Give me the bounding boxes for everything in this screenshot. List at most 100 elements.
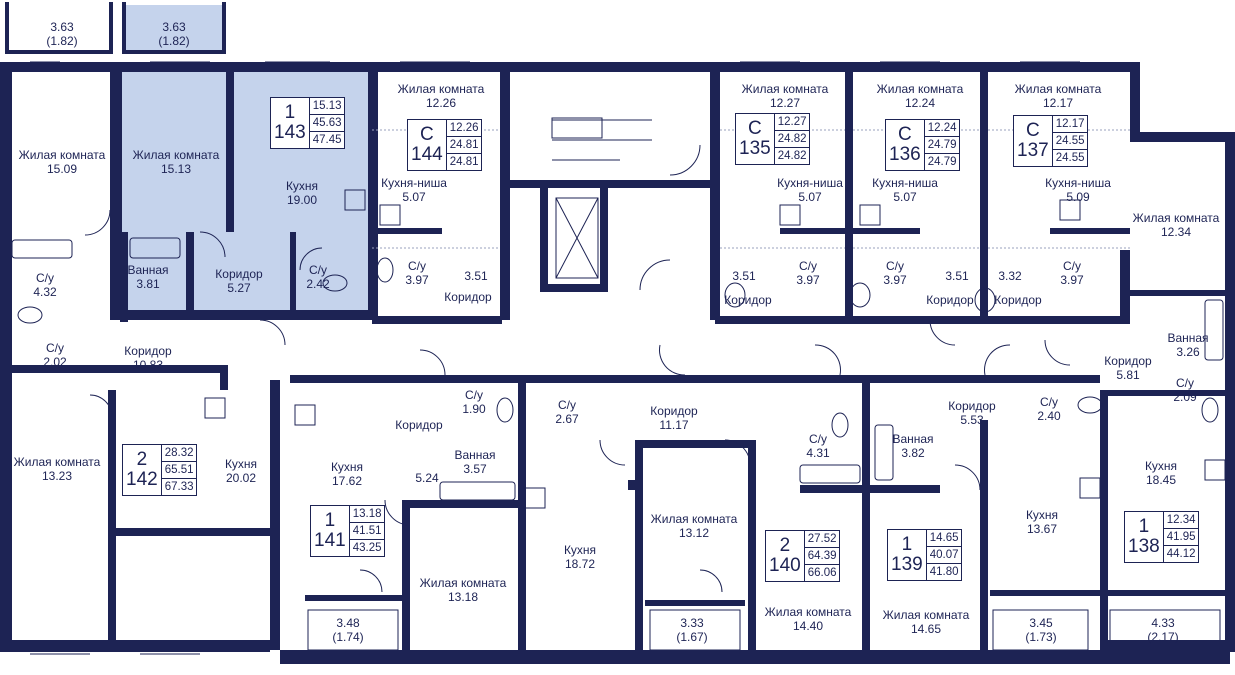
room-name: Коридор	[994, 293, 1042, 307]
room-area: 19.00	[286, 193, 318, 207]
room-area: 10.83	[132, 358, 164, 372]
room-name: С/у	[885, 259, 904, 273]
room-area: 4.31	[806, 446, 830, 460]
room-name: С/у	[1039, 395, 1058, 409]
room-name: Жилая комната	[882, 608, 970, 622]
room-label: 4.33(2.17)	[1147, 616, 1178, 644]
room-area: 20.02	[225, 471, 257, 485]
apartment-area: 65.51	[161, 462, 197, 479]
room-name: Коридор	[395, 418, 443, 432]
room-area: 3.97	[796, 273, 820, 287]
room-name: Жилая комната	[419, 576, 507, 590]
apartment-rooms: 2	[779, 535, 791, 556]
apartment-number: 135	[739, 138, 771, 159]
room-area: 12.34	[1160, 225, 1192, 239]
room-area: 5.07	[893, 190, 917, 204]
room-name: Коридор	[124, 344, 172, 358]
room-area: 13.67	[1026, 522, 1058, 536]
room-name: Жилая комната	[650, 512, 738, 526]
room-name: Ванная	[454, 448, 496, 462]
room-label: Коридор	[724, 293, 771, 307]
room-area: 5.53	[960, 413, 984, 427]
apartment-area: 40.07	[926, 547, 962, 564]
room-area: 3.63	[50, 20, 74, 34]
room-name: С/у	[35, 271, 54, 285]
room-area: 18.45	[1145, 473, 1177, 487]
room-area: 13.18	[447, 590, 479, 604]
apartment-area: 43.25	[352, 542, 382, 554]
room-name: С/у	[798, 259, 817, 273]
apartment-rooms: 1	[901, 534, 913, 555]
apartment-number: 142	[126, 469, 158, 490]
room-area: 3.51	[732, 269, 756, 283]
room-name: С/у	[407, 259, 426, 273]
room-area: 5.09	[1066, 190, 1090, 204]
room-name: Коридор	[948, 399, 996, 413]
apartment-area: 12.24	[924, 120, 960, 137]
room-area: 5.07	[402, 190, 426, 204]
apartment-number: 136	[889, 144, 921, 165]
room-name: Кухня-ниша	[777, 176, 843, 190]
room-name: Коридор	[444, 290, 492, 304]
room-area: (1.73)	[1025, 630, 1057, 644]
room-area: 5.24	[415, 471, 439, 485]
apartment-area: 44.12	[1166, 548, 1196, 560]
room-area: 3.63	[162, 20, 186, 34]
room-area: 3.32	[998, 269, 1022, 283]
apartment-rooms: 1	[1138, 516, 1150, 537]
apartment-area: 47.45	[312, 134, 342, 146]
apartment-area: 24.82	[774, 131, 810, 148]
room-area: 2.02	[43, 355, 67, 369]
room-area: 15.13	[160, 162, 192, 176]
room-label: 3.63(1.82)	[46, 20, 77, 48]
room-area: 5.81	[1116, 368, 1140, 382]
apartment-area: 41.95	[1163, 529, 1199, 546]
room-name: Коридор	[1104, 354, 1152, 368]
apartment-number: 140	[769, 555, 801, 576]
apartment-rooms: 1	[324, 510, 336, 531]
room-area: 3.97	[883, 273, 907, 287]
apartment-area: 12.26	[446, 120, 482, 137]
room-area: 13.12	[678, 526, 710, 540]
room-area: 11.17	[659, 418, 689, 432]
room-area: 14.65	[910, 622, 942, 636]
room-area: 2.09	[1173, 390, 1197, 404]
apartment-rooms: С	[897, 124, 912, 145]
room-label: 3.32	[998, 269, 1021, 283]
room-area: 12.27	[769, 96, 801, 110]
apartment-area: 13.18	[349, 506, 385, 523]
room-area: (2.17)	[1147, 630, 1179, 644]
room-name: Кухня	[330, 460, 364, 474]
room-name: Коридор	[650, 404, 698, 418]
room-area: 4.33	[1151, 616, 1175, 630]
room-name: С/у	[808, 432, 827, 446]
room-area: 3.97	[1060, 273, 1084, 287]
apartment-area: 12.27	[774, 114, 810, 131]
